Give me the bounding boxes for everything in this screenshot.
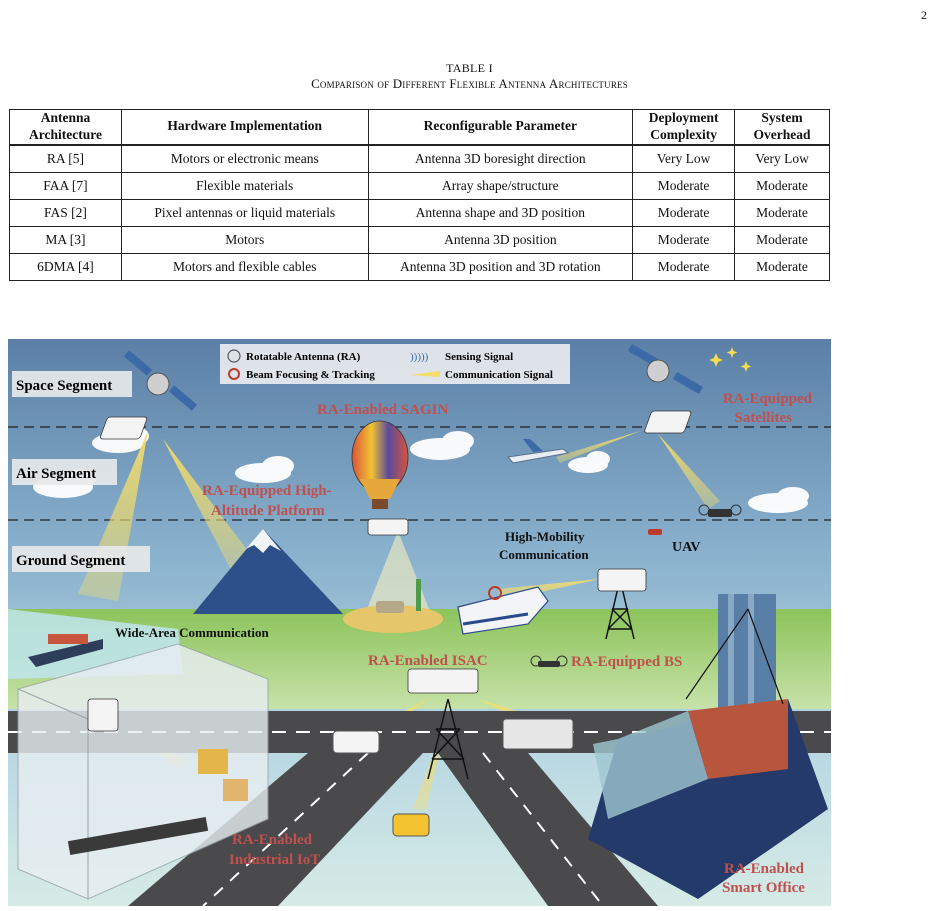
space-segment-box [12, 371, 132, 397]
ground-segment-label: Ground Segment [16, 553, 125, 569]
page-number: 2 [921, 8, 927, 22]
table-cell: Antenna shape and 3D position [367, 198, 634, 227]
base-station-tower [427, 578, 635, 780]
table-cell: Motors or electronic means [120, 143, 369, 173]
label-isac: RA-Enabled ISAC [368, 653, 488, 669]
table-cell: Array shape/structure [367, 171, 634, 200]
air-segment-label: Air Segment [16, 466, 96, 482]
label-hap-line2: Altitude Platform [211, 503, 325, 519]
beam-tracking-icon [228, 368, 240, 380]
sensing-signal-icon: ))))) [410, 351, 429, 363]
label-high-mobility-line1: High-Mobility [505, 529, 585, 544]
legend-sensing-label: Sensing Signal [445, 351, 513, 363]
space-segment-label: Space Segment [16, 378, 112, 394]
label-bs: RA-Equipped BS [571, 654, 682, 670]
table-row: MA [3] Motors Antenna 3D position Modera… [9, 225, 830, 254]
table-cell: FAS [2] [9, 198, 122, 227]
air-segment-box [12, 459, 117, 485]
table-cell: Moderate [632, 171, 736, 200]
isac-drone [530, 655, 568, 667]
table-caption-number: TABLE I [446, 61, 493, 75]
label-office-line2: Smart Office [722, 880, 805, 896]
table-cell: Moderate [734, 252, 830, 281]
hot-air-balloon [351, 420, 409, 509]
label-sagin: RA-Enabled SAGIN [317, 402, 448, 418]
scenario-labels-black: High-Mobility Communication UAV Wide-Are… [115, 529, 701, 640]
table-cell: 6DMA [4] [9, 252, 122, 281]
table-cell: Pixel antennas or liquid materials [120, 198, 369, 227]
label-hap-line1: RA-Equipped High- [202, 483, 332, 499]
legend-beam-label: Beam Focusing & Tracking [246, 369, 375, 381]
ra-panels [87, 410, 692, 732]
table-cell: Antenna 3D boresight direction [367, 143, 634, 173]
label-uav: UAV [672, 540, 701, 555]
label-satellites-line1: RA-Equipped [723, 391, 813, 407]
ra-scenario-figure: Rotatable Antenna (RA) ))))) Sensing Sig… [8, 339, 831, 906]
communication-signal-icon [410, 371, 440, 377]
table-cell: Very Low [734, 143, 830, 173]
uav-drone [648, 504, 742, 535]
label-high-mobility-line2: Communication [499, 547, 589, 562]
scenario-labels: RA-Enabled SAGIN RA-Equipped Satellites … [202, 391, 813, 896]
table-cell: Moderate [632, 225, 736, 254]
table-cell: Moderate [734, 225, 830, 254]
table-cell: Moderate [632, 252, 736, 281]
table-cell: Flexible materials [120, 171, 369, 200]
airplane [507, 439, 570, 464]
satellite-left [123, 350, 198, 411]
factory-building [17, 643, 269, 900]
header-reconfigurable-parameter: Reconfigurable Parameter [367, 108, 634, 146]
mountain [193, 529, 343, 614]
table-row: FAA [7] Flexible materials Array shape/s… [9, 171, 830, 200]
ground-segment-box [12, 546, 150, 572]
smart-office [588, 594, 828, 899]
table-cell: Motors [120, 225, 369, 254]
table-row: RA [5] Motors or electronic means Antenn… [9, 143, 830, 173]
table-cell: RA [5] [9, 143, 122, 173]
table-cell: Moderate [734, 171, 830, 200]
label-office-line1: RA-Enabled [724, 861, 805, 877]
table-cell: MA [3] [9, 225, 122, 254]
label-iiot-line2: Industrial IoT [229, 852, 320, 868]
table-cell: FAA [7] [9, 171, 122, 200]
high-speed-train [457, 586, 549, 635]
table-cell: Very Low [632, 143, 736, 173]
table-caption-title: Comparison of Different Flexible Antenna… [311, 76, 628, 91]
table-row: FAS [2] Pixel antennas or liquid materia… [9, 198, 830, 227]
label-wide-area: Wide-Area Communication [115, 625, 269, 640]
figure-legend: Rotatable Antenna (RA) ))))) Sensing Sig… [220, 344, 570, 384]
legend-ra-label: Rotatable Antenna (RA) [246, 351, 361, 363]
rotatable-antenna-icon [227, 349, 241, 363]
label-satellites-line2: Satellites [735, 410, 793, 426]
table-cell: Moderate [632, 198, 736, 227]
table-cell: Antenna 3D position and 3D rotation [367, 252, 634, 281]
table-cell: Antenna 3D position [367, 225, 634, 254]
table-cell: Moderate [734, 198, 830, 227]
table-cell: Motors and flexible cables [120, 252, 369, 281]
table-row: 6DMA [4] Motors and flexible cables Ante… [9, 252, 830, 281]
satellite-right [628, 344, 703, 394]
stars [709, 347, 752, 372]
vehicles [332, 718, 574, 837]
header-hardware-implementation: Hardware Implementation [120, 108, 369, 146]
legend-comm-label: Communication Signal [445, 369, 553, 381]
label-iiot-line1: RA-Enabled [232, 832, 313, 848]
desert-scene [343, 579, 443, 633]
